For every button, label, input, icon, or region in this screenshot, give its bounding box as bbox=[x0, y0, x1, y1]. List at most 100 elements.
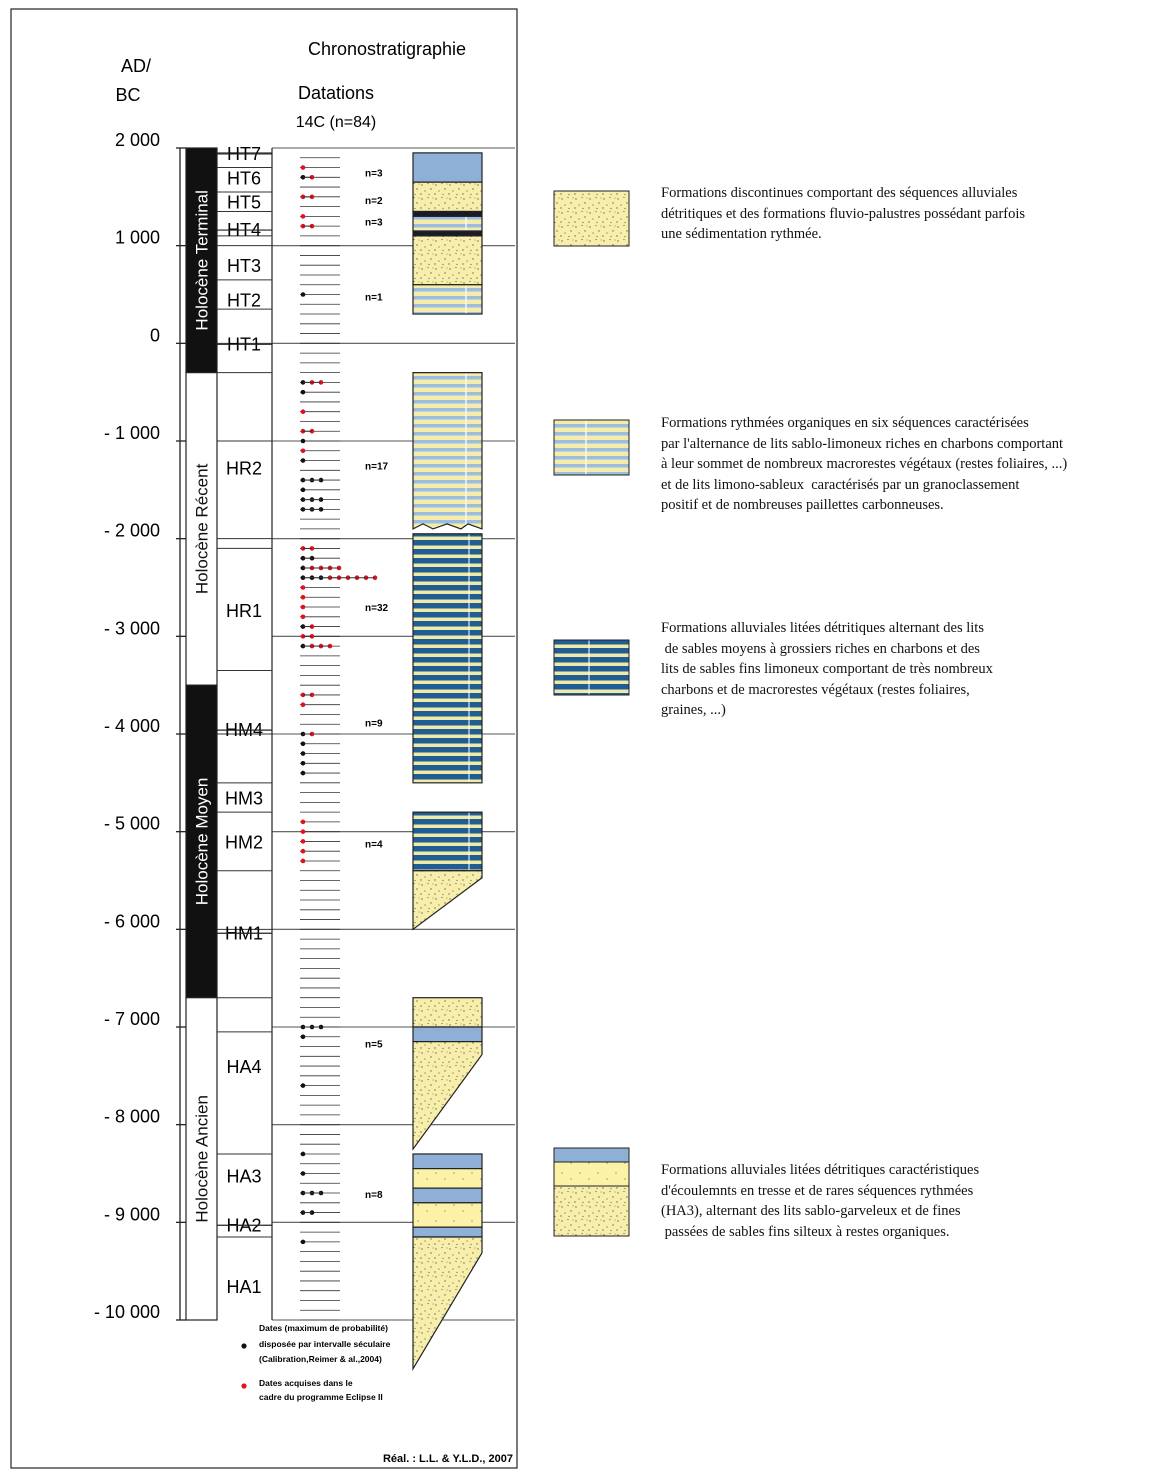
lithology-unit bbox=[413, 231, 482, 236]
date-dot bbox=[301, 458, 306, 463]
axis-tick-label: - 6 000 bbox=[104, 911, 160, 931]
date-dot bbox=[301, 771, 306, 776]
legend-swatch-blue bbox=[554, 1148, 629, 1162]
date-dot bbox=[301, 439, 306, 444]
axis-tick-label: - 10 000 bbox=[94, 1302, 160, 1322]
credit: Réal. : L.L. & Y.L.D., 2007 bbox=[383, 1453, 513, 1465]
date-dot bbox=[301, 1152, 306, 1157]
legend-description-line: positif et de nombreuses paillettes carb… bbox=[661, 495, 1067, 516]
legend-description-line: de sables moyens à grossiers riches en c… bbox=[661, 639, 993, 660]
date-dot bbox=[301, 585, 306, 590]
count-label: n=5 bbox=[365, 1040, 383, 1051]
date-dot bbox=[301, 292, 306, 297]
dating-title-line2: 14C (n=84) bbox=[296, 114, 377, 131]
legend-swatch bbox=[554, 191, 629, 246]
date-dot bbox=[301, 839, 306, 844]
legend-description-line: Formations alluviales litées détritiques… bbox=[661, 1160, 979, 1181]
date-dot bbox=[301, 741, 306, 746]
phase-label: HA4 bbox=[226, 1057, 261, 1077]
count-label: n=3 bbox=[365, 168, 383, 179]
count-label: n=3 bbox=[365, 217, 383, 228]
count-label: n=9 bbox=[365, 718, 383, 729]
legend-description-line: à leur sommet de nombreux macrorestes vé… bbox=[661, 454, 1067, 475]
legend-description-line: une sédimentation rythmée. bbox=[661, 224, 1025, 245]
date-dot bbox=[301, 1171, 306, 1176]
phase-label: HR1 bbox=[226, 601, 262, 621]
count-label: n=17 bbox=[365, 461, 389, 472]
legend-description-line: et de lits limono-sableux caractérisés p… bbox=[661, 475, 1067, 496]
date-dot bbox=[301, 751, 306, 756]
legend-swatch bbox=[554, 420, 629, 475]
lithology-wedge bbox=[413, 1042, 482, 1149]
legend-red-dot bbox=[241, 1383, 246, 1388]
lithology-unit bbox=[413, 1027, 482, 1042]
axis-tick-label: - 8 000 bbox=[104, 1107, 160, 1127]
count-label: n=1 bbox=[365, 292, 383, 303]
date-dot bbox=[301, 214, 306, 219]
lithology-unit bbox=[413, 812, 482, 871]
legend-description-line: charbons et de macrorestes végétaux (res… bbox=[661, 680, 993, 701]
legend-black-line3: (Calibration,Reimer & al.,2004) bbox=[259, 1354, 382, 1364]
date-dot bbox=[301, 615, 306, 620]
legend-red-line2: cadre du programme Eclipse II bbox=[259, 1392, 383, 1402]
date-dot bbox=[301, 448, 306, 453]
phase-label: HA1 bbox=[226, 1277, 261, 1297]
date-dot bbox=[301, 488, 306, 493]
period-label: Holocène Terminal bbox=[193, 190, 212, 330]
count-label: n=4 bbox=[365, 839, 383, 850]
axis-tick-label: 0 bbox=[150, 325, 160, 345]
legend-swatch-sand bbox=[554, 1186, 629, 1236]
legend-description: Formations rythmées organiques en six sé… bbox=[661, 413, 1067, 516]
date-dot bbox=[301, 409, 306, 414]
lithology-unit bbox=[413, 1227, 482, 1237]
phase-label: HR2 bbox=[226, 458, 262, 478]
axis-tick-label: - 4 000 bbox=[104, 716, 160, 736]
count-label: n=2 bbox=[365, 196, 383, 207]
legend-swatch bbox=[554, 640, 629, 695]
axis-tick-label: - 7 000 bbox=[104, 1009, 160, 1029]
date-dot bbox=[301, 859, 306, 864]
lithology-unit bbox=[413, 182, 482, 211]
date-dot bbox=[301, 820, 306, 825]
axis-tick-label: - 9 000 bbox=[104, 1204, 160, 1224]
lithology-unit bbox=[413, 236, 482, 285]
legend-swatch-yellow bbox=[554, 1162, 629, 1186]
axis-tick-label: 2 000 bbox=[115, 130, 160, 150]
legend-black-dot bbox=[241, 1343, 246, 1348]
date-dot bbox=[301, 1034, 306, 1039]
phase-label: HM3 bbox=[225, 788, 263, 808]
phase-label: HA3 bbox=[226, 1166, 261, 1186]
phase-label: HT5 bbox=[227, 193, 261, 213]
legend-description: Formations discontinues comportant des s… bbox=[661, 183, 1025, 245]
legend-black-line2: disposée par intervalle séculaire bbox=[259, 1339, 391, 1349]
lithology-unit bbox=[413, 1203, 482, 1227]
lithology-unit bbox=[413, 534, 482, 783]
axis-title-line1: AD/ bbox=[121, 56, 151, 76]
legend-description-line: graines, ...) bbox=[661, 700, 993, 721]
period-label: Holocène Récent bbox=[193, 463, 212, 594]
date-dot bbox=[301, 605, 306, 610]
lithology-unit bbox=[413, 1154, 482, 1169]
date-dot bbox=[301, 702, 306, 707]
lithology-unit bbox=[413, 1188, 482, 1203]
axis-tick-label: - 5 000 bbox=[104, 814, 160, 834]
date-dot bbox=[301, 829, 306, 834]
legend-description-line: Formations alluviales litées détritiques… bbox=[661, 618, 993, 639]
count-label: n=32 bbox=[365, 603, 389, 614]
lithology-unit bbox=[413, 153, 482, 182]
phase-label: HT6 bbox=[227, 168, 261, 188]
period-label: Holocène Moyen bbox=[193, 778, 212, 906]
axis-tick-label: - 1 000 bbox=[104, 423, 160, 443]
lithology-unit bbox=[413, 216, 482, 231]
phase-label: HM2 bbox=[225, 832, 263, 852]
legend-black-line1: Dates (maximum de probabilité) bbox=[259, 1323, 388, 1333]
lithology-unit bbox=[413, 998, 482, 1027]
dating-title-line1: Datations bbox=[298, 83, 374, 103]
count-label: n=8 bbox=[365, 1190, 383, 1201]
lithology-wedge bbox=[413, 1237, 482, 1369]
legend-red-line1: Dates acquises dans le bbox=[259, 1378, 353, 1388]
date-dot bbox=[301, 1083, 306, 1088]
date-dot bbox=[301, 165, 306, 170]
axis-tick-label: - 2 000 bbox=[104, 521, 160, 541]
